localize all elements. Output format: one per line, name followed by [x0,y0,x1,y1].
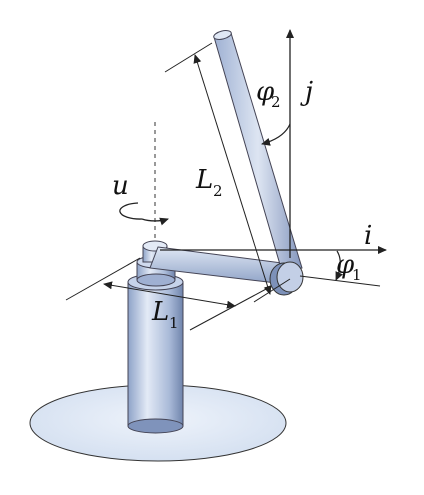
label-l1: L 1 [151,297,179,332]
label-u: u [112,171,129,201]
svg-text:2: 2 [271,93,281,111]
label-phi2: φ 2 [256,77,281,111]
label-l2: L 2 [195,165,223,200]
svg-text:2: 2 [213,182,223,200]
svg-text:L: L [195,165,213,195]
svg-text:1: 1 [352,266,362,284]
link-2 [213,32,303,276]
elbow-joint [269,261,304,296]
label-i: i [364,221,372,251]
phi2-arc [261,123,291,146]
svg-text:L: L [151,297,169,327]
svg-text:1: 1 [169,314,179,332]
phi1-arc [335,250,343,281]
svg-text:φ: φ [336,250,355,280]
dimension-l1 [65,257,269,331]
link-2-tip [213,30,232,40]
svg-text:φ: φ [256,77,275,107]
label-phi1: φ 1 [336,250,362,284]
phi1-reference-line [299,275,381,287]
label-j: j [300,77,313,107]
rotation-arrow-u [119,202,169,226]
dimension-l2 [164,42,291,303]
